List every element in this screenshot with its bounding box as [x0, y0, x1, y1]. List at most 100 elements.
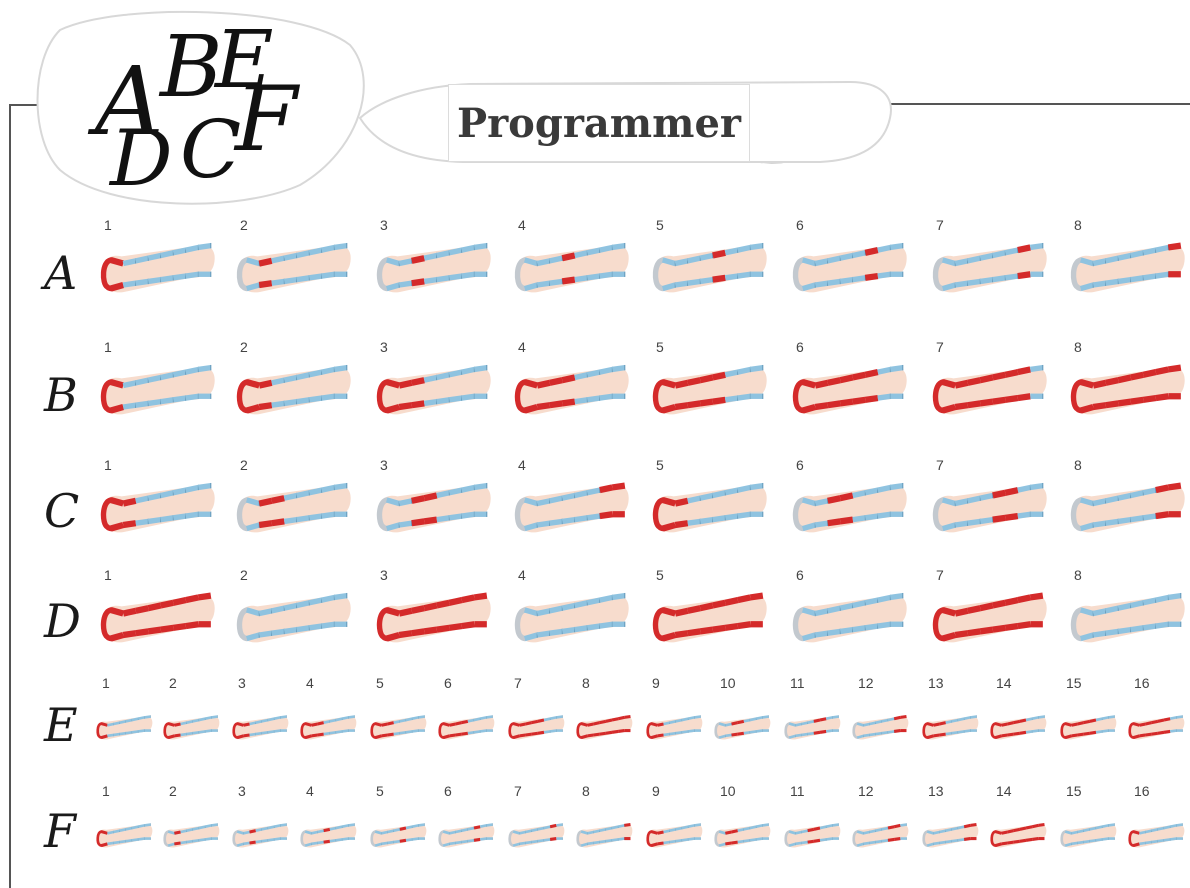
limb-chamber-upper-4	[600, 721, 606, 722]
limb-chamber-upper-5	[468, 828, 474, 829]
limb-chamber-upper-2	[1093, 261, 1106, 264]
limb-chamber-lower-5	[161, 628, 174, 630]
limb-chamber-lower-7	[462, 274, 475, 276]
limb-chamber-lower-3	[272, 403, 285, 405]
limb-chamber-lower-5	[437, 518, 450, 520]
limb-chamber-upper-7	[878, 597, 891, 600]
limb-chamber-upper-8	[474, 486, 487, 488]
limb-chamber-upper-5	[1090, 720, 1096, 721]
limb-chamber-lower-1	[581, 736, 587, 738]
cell-number: 14	[996, 784, 1012, 798]
cell-number: 10	[720, 676, 736, 690]
limb-diagram	[922, 712, 980, 743]
limb-chamber-lower-7	[1156, 624, 1169, 626]
limb-chamber-upper-7	[878, 247, 891, 250]
cell-number: 2	[169, 784, 177, 798]
limb-chamber-upper-7	[738, 597, 751, 600]
limb-chamber-upper-6	[587, 250, 600, 253]
cell-number: 5	[656, 458, 664, 472]
limb-chamber-lower-5	[676, 732, 682, 733]
limb-chamber-upper-5	[297, 375, 310, 378]
limb-chamber-upper-3	[114, 723, 120, 724]
limb-chamber-upper-2	[537, 261, 550, 264]
limb-chamber-upper-7	[412, 825, 418, 826]
limb-chamber-lower-7	[186, 624, 199, 626]
limb-chamber-upper-7	[1102, 717, 1108, 718]
limb-chamber-upper-5	[575, 375, 588, 378]
limb-chamber-upper-3	[688, 258, 701, 261]
cell-number: 1	[102, 676, 110, 690]
limb-chamber-lower-5	[882, 840, 888, 841]
limb-chamber-lower-1	[247, 285, 260, 289]
limb-chamber-upper-1	[525, 500, 538, 504]
limb-chamber-lower-1	[1133, 844, 1139, 846]
limb-diagram	[784, 820, 842, 851]
cell-number: 1	[104, 340, 112, 354]
limb-chamber-upper-6	[612, 827, 618, 828]
limb-chamber-upper-8	[750, 596, 763, 598]
limb-chamber-upper-1	[247, 382, 260, 386]
limb-chamber-lower-6	[268, 839, 274, 840]
limb-chamber-upper-3	[688, 608, 701, 611]
limb-chamber-lower-3	[688, 631, 701, 633]
limb-chamber-lower-6	[725, 626, 738, 628]
limb-chamber-lower-4	[670, 733, 676, 734]
limb-chamber-lower-1	[168, 844, 174, 846]
limb-chamber-lower-6	[1164, 731, 1170, 732]
limb-chamber-lower-3	[968, 281, 981, 283]
limb-chamber-lower-6	[1143, 516, 1156, 518]
limb-chamber-lower-1	[513, 844, 519, 846]
limb-chamber-upper-1	[1081, 500, 1094, 504]
limb-chamber-lower-2	[1093, 523, 1106, 525]
limb-chamber-upper-1	[927, 724, 933, 726]
limb-chamber-upper-2	[933, 724, 939, 725]
limb-chamber-lower-6	[587, 276, 600, 278]
limb-diagram	[376, 358, 494, 422]
limb-chamber-upper-3	[968, 498, 981, 501]
limb-chamber-upper-8	[486, 717, 492, 718]
limb-chamber-lower-2	[933, 843, 939, 844]
limb-chamber-upper-1	[719, 724, 725, 726]
cell-number: 13	[928, 676, 944, 690]
limb-chamber-upper-4	[424, 255, 437, 258]
limb-chamber-upper-6	[1096, 827, 1102, 828]
limb-chamber-lower-2	[1093, 633, 1106, 635]
limb-chamber-upper-5	[437, 375, 450, 378]
limb-chamber-upper-4	[148, 377, 161, 380]
limb-chamber-lower-7	[826, 731, 832, 732]
cell-number: 1	[104, 568, 112, 582]
limb-chamber-upper-8	[334, 368, 347, 370]
limb-chamber-upper-4	[462, 721, 468, 722]
limb-chamber-lower-4	[946, 841, 952, 842]
logo-letter: D	[110, 120, 173, 198]
cell-number: 16	[1134, 676, 1150, 690]
limb-chamber-lower-7	[186, 514, 199, 516]
limb-chamber-lower-3	[550, 521, 563, 523]
cell-number: 6	[796, 218, 804, 232]
limb-chamber-upper-1	[651, 724, 657, 726]
limb-chamber-lower-5	[468, 840, 474, 841]
limb-chamber-lower-4	[700, 280, 713, 282]
limb-chamber-upper-5	[126, 720, 132, 721]
limb-chamber-upper-4	[1118, 377, 1131, 380]
cell-number: 1	[102, 784, 110, 798]
limb-chamber-upper-2	[863, 724, 869, 725]
limb-chamber-upper-1	[513, 832, 519, 834]
limb-chamber-lower-6	[474, 839, 480, 840]
limb-chamber-upper-8	[198, 596, 211, 598]
limb-chamber-upper-8	[890, 486, 903, 488]
cell-number: 9	[652, 784, 660, 798]
limb-chamber-upper-8	[612, 368, 625, 370]
limb-chamber-lower-7	[1170, 839, 1176, 840]
limb-chamber-upper-1	[247, 610, 260, 614]
limb-chamber-upper-4	[980, 377, 993, 380]
limb-chamber-upper-2	[311, 724, 317, 725]
limb-chamber-lower-3	[732, 734, 738, 735]
cell-number: 2	[240, 340, 248, 354]
cell-number: 4	[518, 218, 526, 232]
limb-chamber-lower-4	[562, 402, 575, 404]
limb-chamber-lower-7	[322, 624, 335, 626]
limb-chamber-upper-2	[657, 832, 663, 833]
limb-diagram	[576, 712, 634, 743]
limb-diagram	[376, 236, 494, 300]
